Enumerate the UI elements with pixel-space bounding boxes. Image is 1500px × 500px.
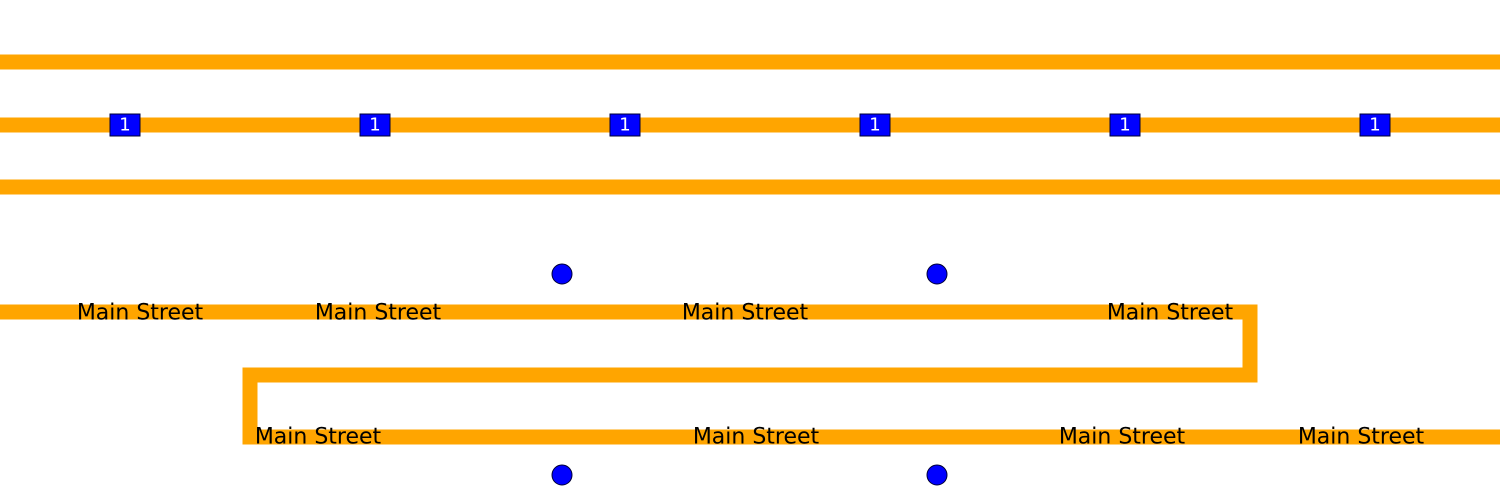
shield-background [109, 113, 141, 137]
street-label: Main Street [1107, 301, 1234, 326]
street-label: Main Street [255, 425, 382, 450]
shield-number: 1 [869, 115, 880, 136]
shield-background [859, 113, 891, 137]
route-shield: 1 [1109, 113, 1141, 137]
poi-marker-icon [551, 263, 573, 285]
street-label: Main Street [315, 301, 442, 326]
route-shield: 1 [359, 113, 391, 137]
street-label: Main Street [682, 301, 809, 326]
shield-number: 1 [119, 115, 130, 136]
shield-number: 1 [1119, 115, 1130, 136]
shield-number: 1 [369, 115, 380, 136]
shield-background [1109, 113, 1141, 137]
street-label: Main Street [77, 301, 204, 326]
poi-markers [551, 263, 948, 486]
street-label: Main Street [693, 425, 820, 450]
poi-marker-icon [926, 263, 948, 285]
route-shield: 1 [109, 113, 141, 137]
poi-marker-icon [551, 464, 573, 486]
shield-background [359, 113, 391, 137]
street-labels: Main Street Main Street Main Street Main… [77, 301, 1425, 450]
street-label: Main Street [1298, 425, 1425, 450]
route-shield: 1 [1359, 113, 1391, 137]
shield-background [1359, 113, 1391, 137]
shield-number: 1 [1369, 115, 1380, 136]
main-street-road [0, 304, 1500, 445]
route-shields: 1 1 1 1 1 1 [109, 113, 1391, 137]
shield-number: 1 [619, 115, 630, 136]
route-shield: 1 [609, 113, 641, 137]
route-shield: 1 [859, 113, 891, 137]
shield-background [609, 113, 641, 137]
parallel-roads [0, 54, 1500, 195]
poi-marker-icon [926, 464, 948, 486]
street-label: Main Street [1059, 425, 1186, 450]
